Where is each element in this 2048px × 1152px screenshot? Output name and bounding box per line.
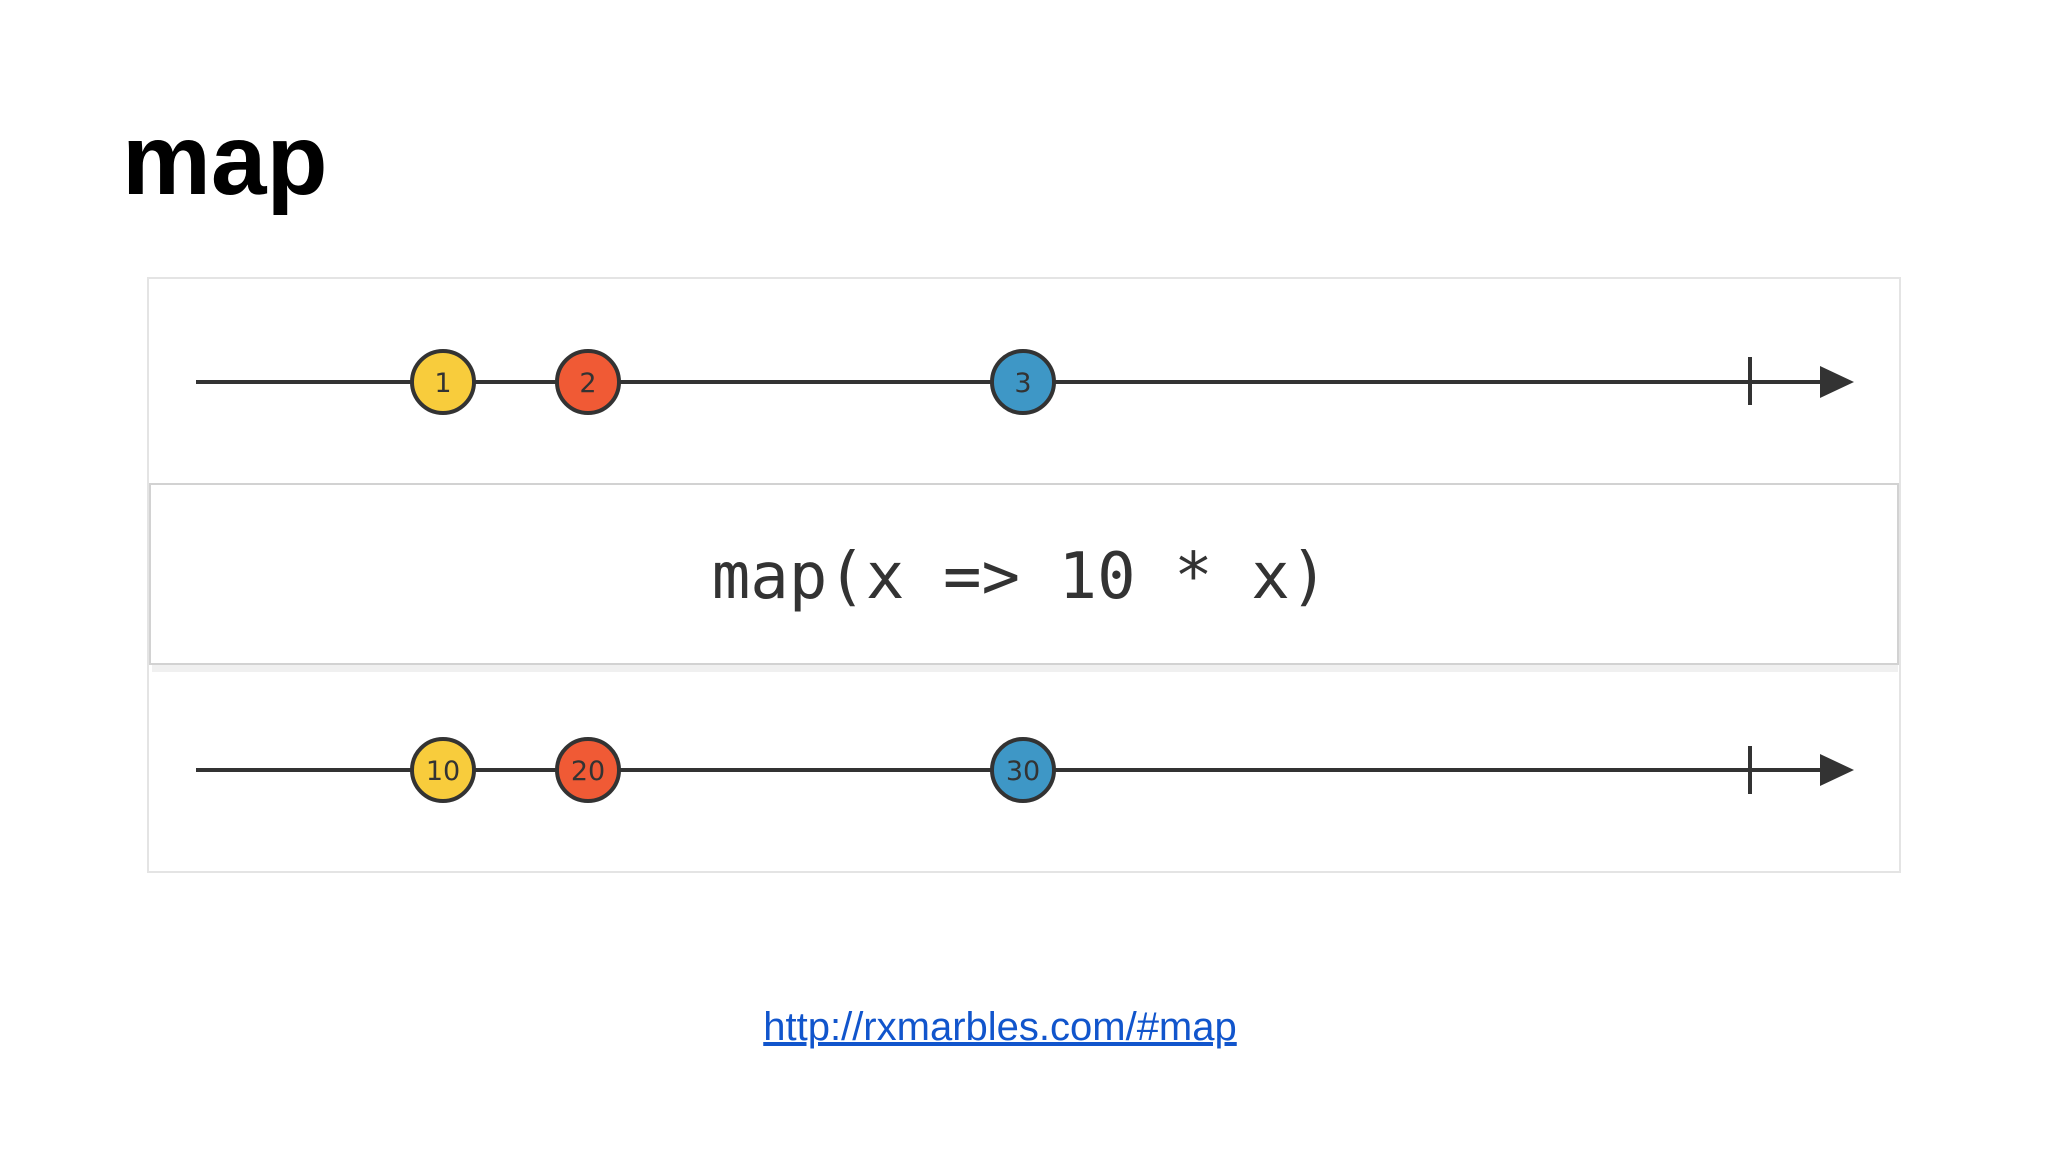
input-marble: 1 bbox=[410, 349, 476, 415]
operator-label: map(x => 10 * x) bbox=[712, 540, 1329, 614]
marble-circle bbox=[410, 349, 476, 415]
output-marble: 30 bbox=[990, 737, 1056, 803]
input-timeline: 1 2 3 bbox=[196, 349, 1854, 415]
marble-label: 20 bbox=[571, 756, 605, 787]
output-marble: 10 bbox=[410, 737, 476, 803]
timeline-arrowhead bbox=[1820, 366, 1854, 398]
marble-label: 30 bbox=[1006, 756, 1040, 787]
source-link[interactable]: http://rxmarbles.com/#map bbox=[763, 1005, 1237, 1049]
marble-circle bbox=[990, 737, 1056, 803]
marble-label: 1 bbox=[434, 368, 451, 399]
marble-label: 3 bbox=[1014, 368, 1031, 399]
operator-box: map(x => 10 * x) bbox=[149, 483, 1899, 672]
marble-circle bbox=[410, 737, 476, 803]
timeline-arrowhead bbox=[1820, 754, 1854, 786]
slide-title: map bbox=[122, 104, 328, 216]
marble-circle bbox=[990, 349, 1056, 415]
output-marble: 20 bbox=[555, 737, 621, 803]
marble-label: 10 bbox=[426, 756, 460, 787]
input-marble: 2 bbox=[555, 349, 621, 415]
marble-circle bbox=[555, 349, 621, 415]
input-marble: 3 bbox=[990, 349, 1056, 415]
marble-label: 2 bbox=[579, 368, 596, 399]
output-timeline: 10 20 30 bbox=[196, 737, 1854, 803]
marble-circle bbox=[555, 737, 621, 803]
